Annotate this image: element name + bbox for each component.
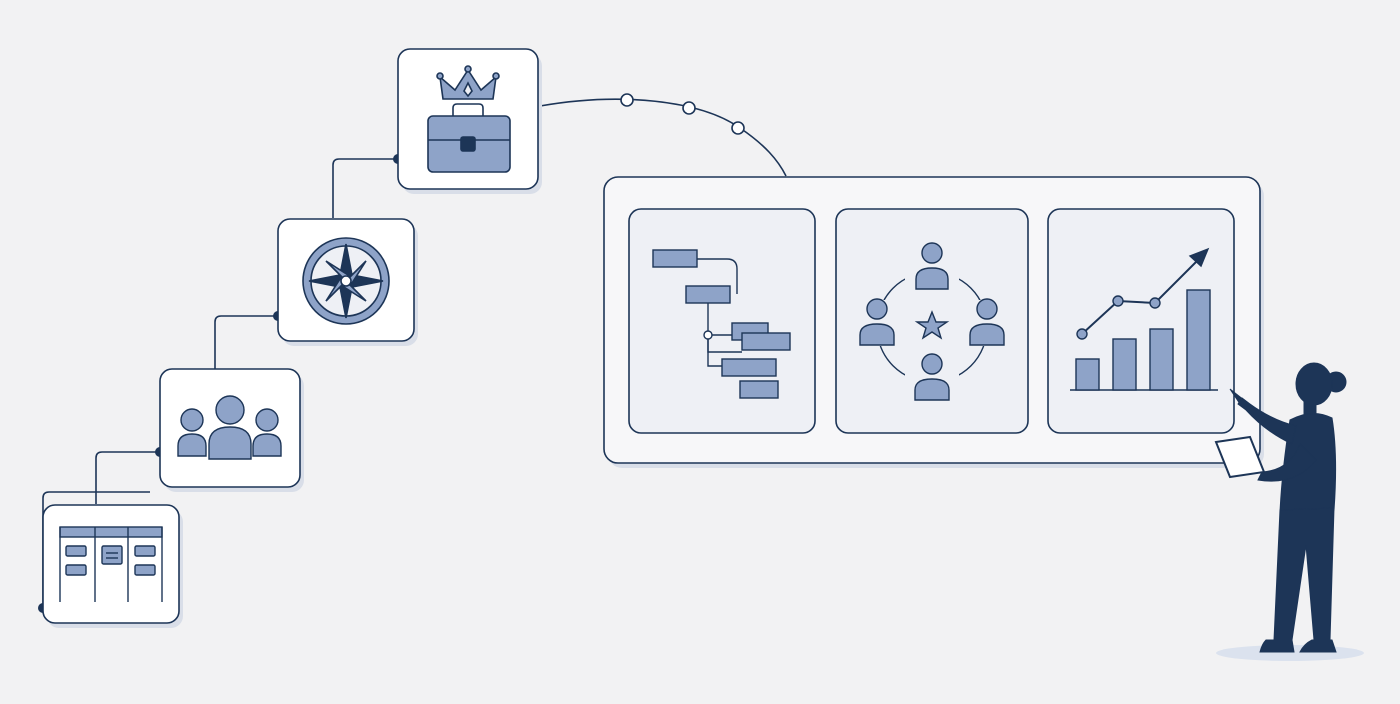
step-connectors xyxy=(42,98,787,608)
gantt-chart-icon xyxy=(652,249,791,399)
presentation-board xyxy=(603,176,1264,468)
step-card-compass xyxy=(277,218,418,346)
kanban-board-icon xyxy=(59,526,163,602)
progress-nodes xyxy=(620,93,745,135)
step-card-kanban xyxy=(42,504,183,628)
crowned-briefcase-icon xyxy=(427,65,511,173)
presenter-with-tablet-icon xyxy=(1214,362,1364,661)
step-card-briefcase xyxy=(397,48,542,194)
team-group-icon xyxy=(177,395,282,460)
growth-bar-chart-icon xyxy=(1070,247,1218,391)
tablet-icon xyxy=(1214,435,1266,479)
network-people-star-icon xyxy=(857,242,1007,401)
panel-growth xyxy=(1047,208,1235,434)
panel-network xyxy=(835,208,1029,434)
compass-icon xyxy=(302,237,390,325)
step-card-team xyxy=(159,368,304,492)
panel-gantt xyxy=(628,208,816,434)
